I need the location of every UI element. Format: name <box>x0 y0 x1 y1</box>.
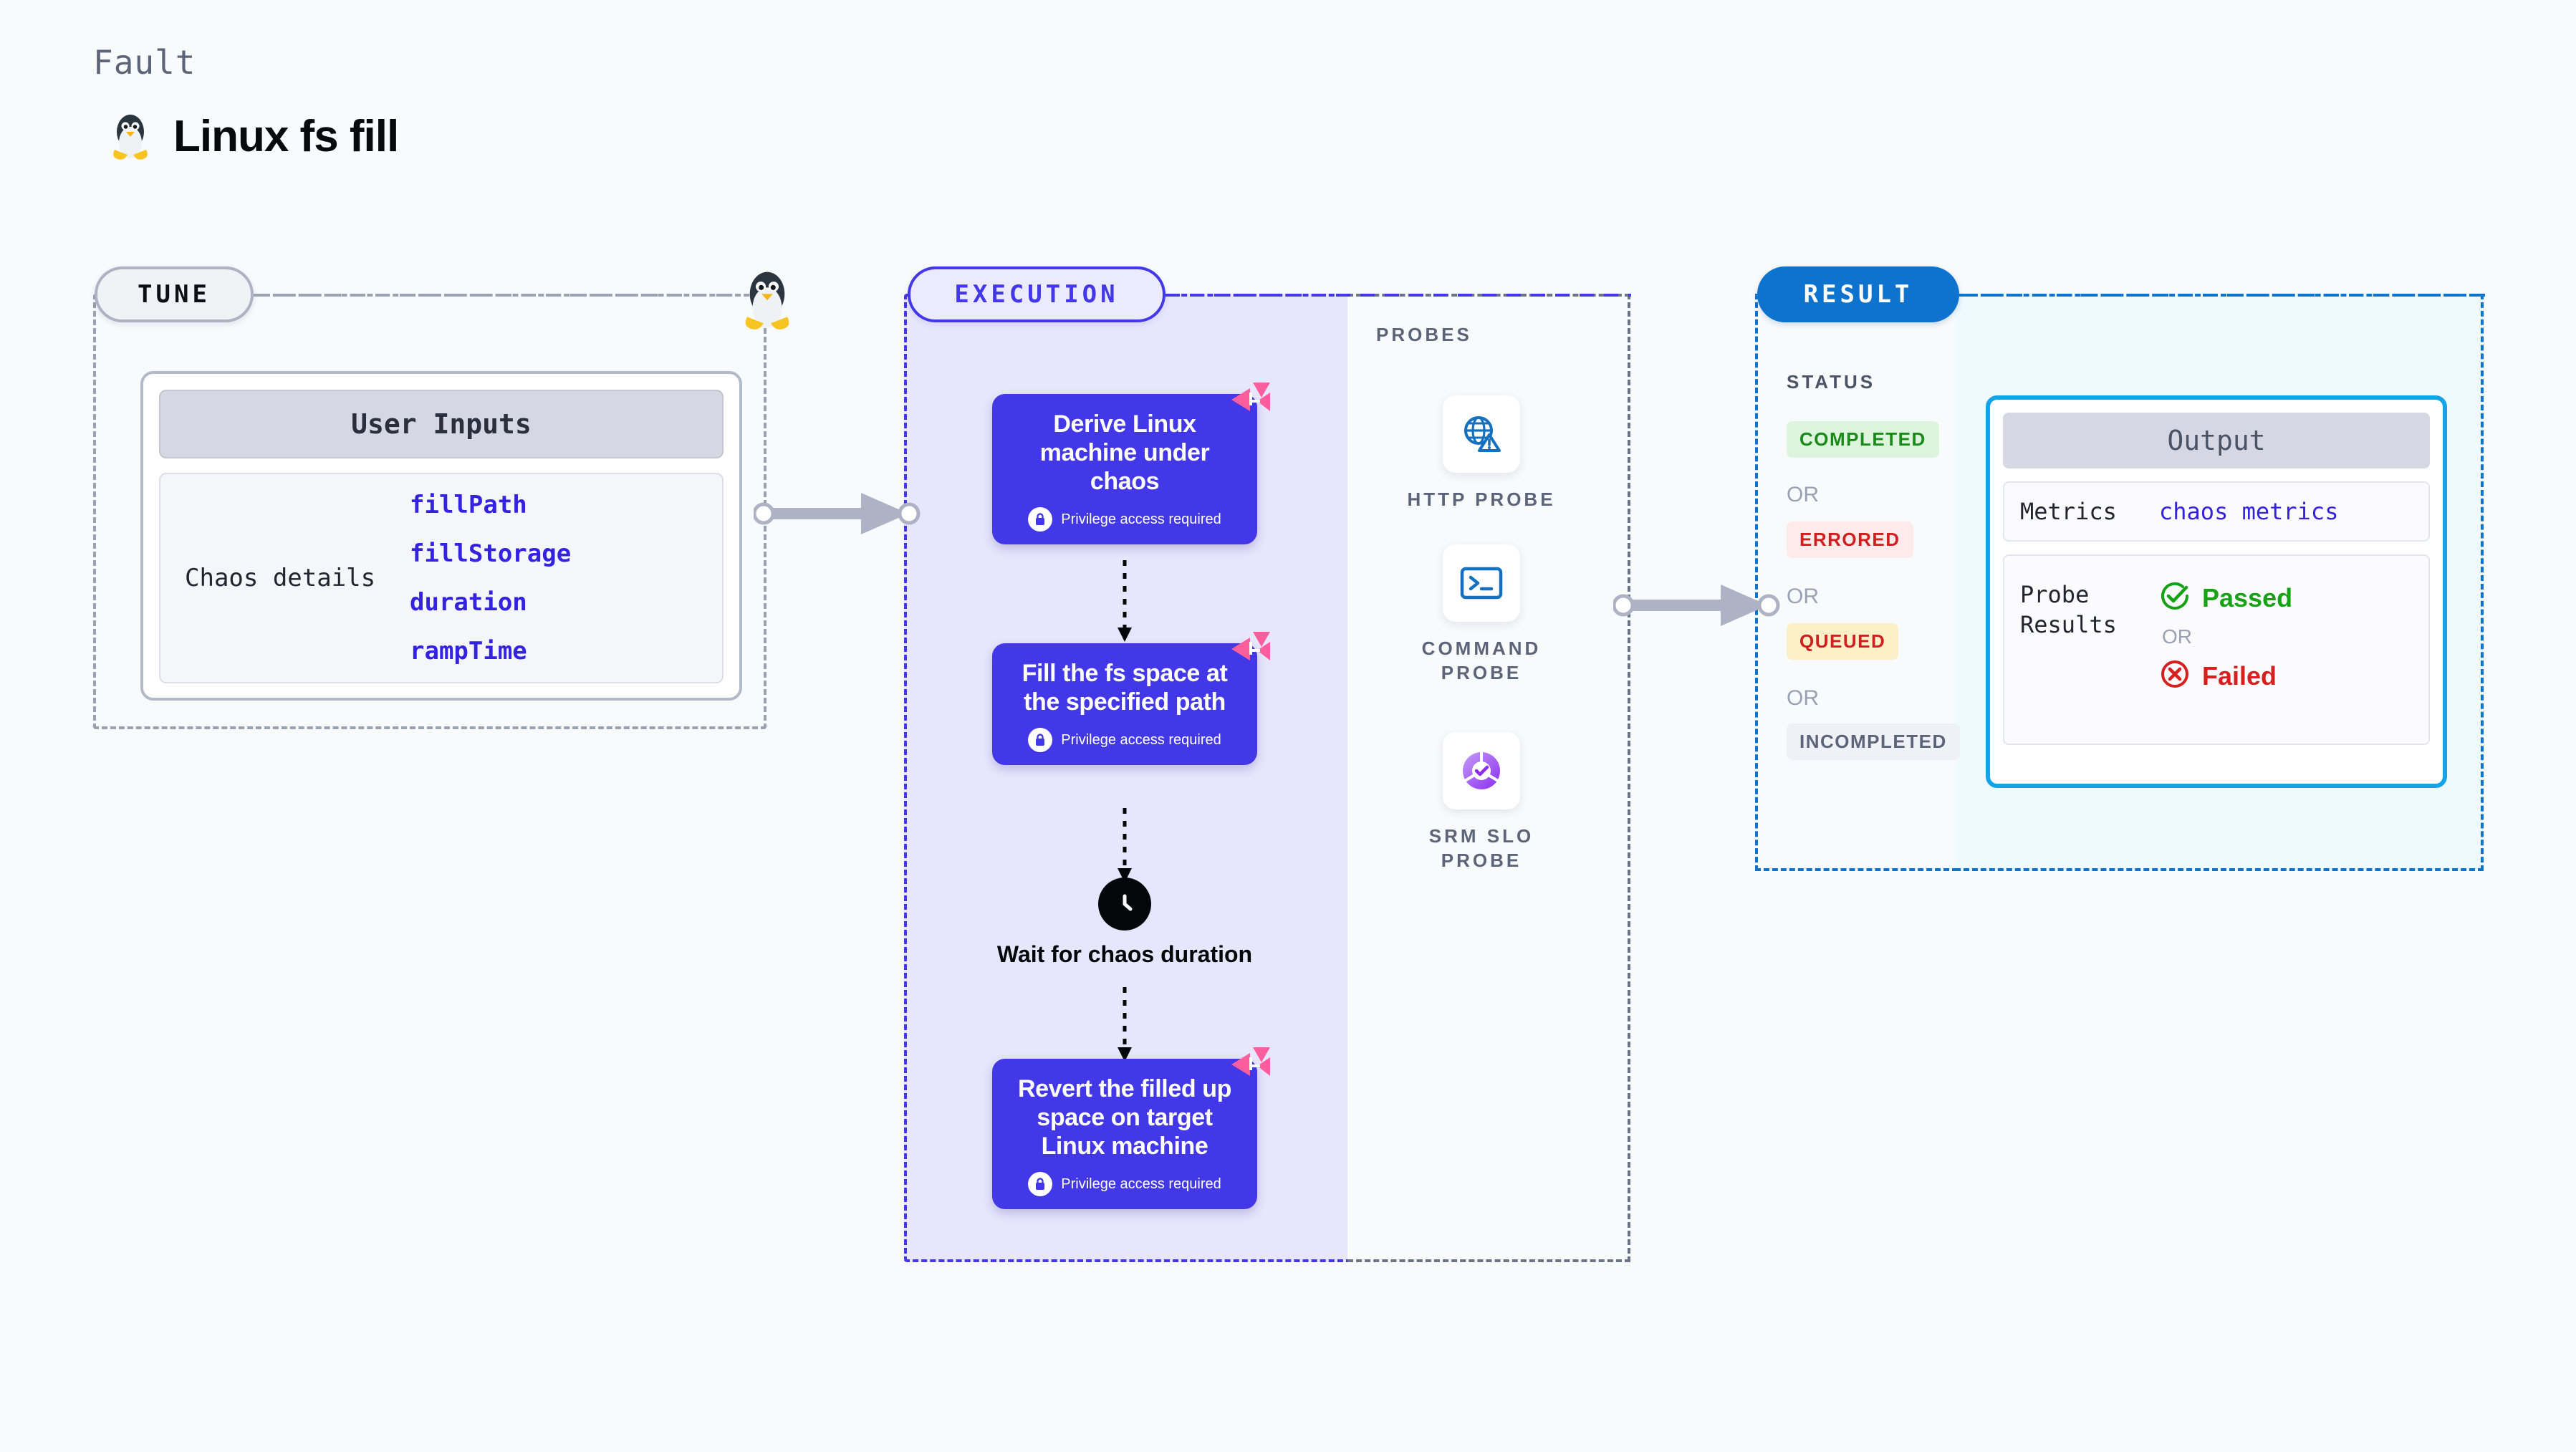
tune-stage-pill[interactable]: TUNE <box>95 266 254 322</box>
probe-label: SRM SLO PROBE <box>1428 825 1534 872</box>
probe-passed-label: Passed <box>2202 582 2293 612</box>
status-section-title: STATUS <box>1787 371 1876 393</box>
status-or-label: OR <box>1787 686 1819 710</box>
chaos-details-label: Chaos details <box>185 564 376 592</box>
chaos-details-row: Chaos details fillPath fillStorage durat… <box>159 473 724 683</box>
privilege-access-badge: Privilege access required <box>1005 728 1244 753</box>
probe-result-failed: Failed <box>2159 658 2292 693</box>
flow-arrow-1 <box>1118 560 1132 642</box>
slo-donut-check-icon <box>1443 732 1520 809</box>
user-inputs-card: User Inputs Chaos details fillPath fillS… <box>140 371 742 701</box>
privilege-access-label: Privilege access required <box>1061 731 1221 748</box>
globe-warning-icon <box>1443 395 1520 473</box>
check-circle-icon <box>2159 580 2191 615</box>
page-header: Fault Linux fs fill <box>93 43 399 162</box>
probe-failed-label: Failed <box>2202 660 2277 691</box>
tune-top-dashed-line <box>254 294 741 297</box>
output-probe-results-key: Probe Results <box>2020 581 2117 638</box>
fault-title-row: Linux fs fill <box>109 110 399 162</box>
status-badge-errored: ERRORED <box>1787 521 1913 558</box>
execution-wait-label: Wait for chaos duration <box>996 941 1253 967</box>
status-badge-incompleted: INCOMPLETED <box>1787 723 1960 760</box>
output-card: Output Metrics chaos metrics Probe Resul… <box>1986 395 2447 788</box>
lock-icon <box>1028 728 1053 753</box>
execution-wait-node: Wait for chaos duration <box>992 878 1257 968</box>
probe-label: COMMAND PROBE <box>1421 638 1542 684</box>
clock-icon <box>1098 878 1151 931</box>
status-or-label: OR <box>1787 585 1819 608</box>
result-stage-pill[interactable]: RESULT <box>1757 266 1959 322</box>
execution-step-card[interactable]: Fill the fs space at the specified path … <box>992 632 1270 766</box>
privilege-access-label: Privilege access required <box>1061 1175 1221 1192</box>
probe-result-or-label: OR <box>2162 625 2192 648</box>
fault-eyebrow-label: Fault <box>93 43 196 82</box>
flow-arrow-2 <box>1118 808 1132 883</box>
execution-stage-pill[interactable]: EXECUTION <box>908 266 1166 322</box>
output-metrics-key: Metrics <box>2020 498 2117 525</box>
execution-step-title: Fill the fs space at the specified path <box>1022 660 1228 716</box>
linux-penguin-icon <box>739 266 795 336</box>
lock-icon <box>1028 507 1053 532</box>
litmus-logo-icon <box>1229 1043 1273 1087</box>
chaos-param-fillstorage[interactable]: fillStorage <box>410 539 572 568</box>
chaos-params-list: fillPath fillStorage duration rampTime <box>410 491 571 665</box>
probe-item-srm-slo[interactable]: SRM SLO PROBE <box>1403 732 1560 873</box>
linux-penguin-icon <box>109 110 152 162</box>
execution-step-title: Revert the filled up space on target Lin… <box>1017 1075 1232 1160</box>
chaos-param-ramptime[interactable]: rampTime <box>410 637 527 665</box>
status-or-label: OR <box>1787 483 1819 506</box>
output-metrics-row: Metrics chaos metrics <box>2003 481 2430 542</box>
status-badge-queued: QUEUED <box>1787 623 1899 660</box>
chaos-param-fillpath[interactable]: fillPath <box>410 491 527 519</box>
result-top-dashed-line <box>1959 294 2486 297</box>
lock-icon <box>1028 1172 1053 1197</box>
execution-top-dashed-line <box>1166 294 1631 297</box>
litmus-logo-icon <box>1229 378 1273 423</box>
result-status-container <box>1755 294 1958 871</box>
probes-to-result-connector <box>1613 585 1780 626</box>
probe-result-passed: Passed <box>2159 580 2292 615</box>
privilege-access-label: Privilege access required <box>1061 511 1221 527</box>
execution-step-title: Derive Linux machine under chaos <box>1039 410 1210 496</box>
probe-label: HTTP PROBE <box>1407 489 1556 510</box>
chaos-param-duration[interactable]: duration <box>410 588 527 617</box>
litmus-logo-icon <box>1229 628 1273 672</box>
output-card-header: Output <box>2003 413 2430 468</box>
probe-item-command[interactable]: COMMAND PROBE <box>1403 544 1560 686</box>
user-inputs-header: User Inputs <box>159 390 724 458</box>
output-metrics-value[interactable]: chaos metrics <box>2159 498 2339 525</box>
output-probe-results-values: Passed OR Failed <box>2159 580 2292 693</box>
tune-to-execution-connector <box>754 493 921 534</box>
status-badge-completed: COMPLETED <box>1787 421 1939 458</box>
execution-step-card[interactable]: Derive Linux machine under chaos Privile… <box>992 383 1270 545</box>
output-probe-results-row: Probe Results Passed OR <box>2003 554 2430 745</box>
terminal-icon <box>1443 544 1520 622</box>
privilege-access-badge: Privilege access required <box>1005 1172 1244 1197</box>
execution-step-card[interactable]: Revert the filled up space on target Lin… <box>992 1047 1270 1210</box>
page-title: Linux fs fill <box>173 111 399 161</box>
flow-arrow-3 <box>1118 987 1132 1062</box>
probe-item-http[interactable]: HTTP PROBE <box>1403 395 1560 511</box>
x-circle-icon <box>2159 658 2191 693</box>
privilege-access-badge: Privilege access required <box>1005 507 1244 532</box>
probes-section-title: PROBES <box>1376 324 1472 345</box>
